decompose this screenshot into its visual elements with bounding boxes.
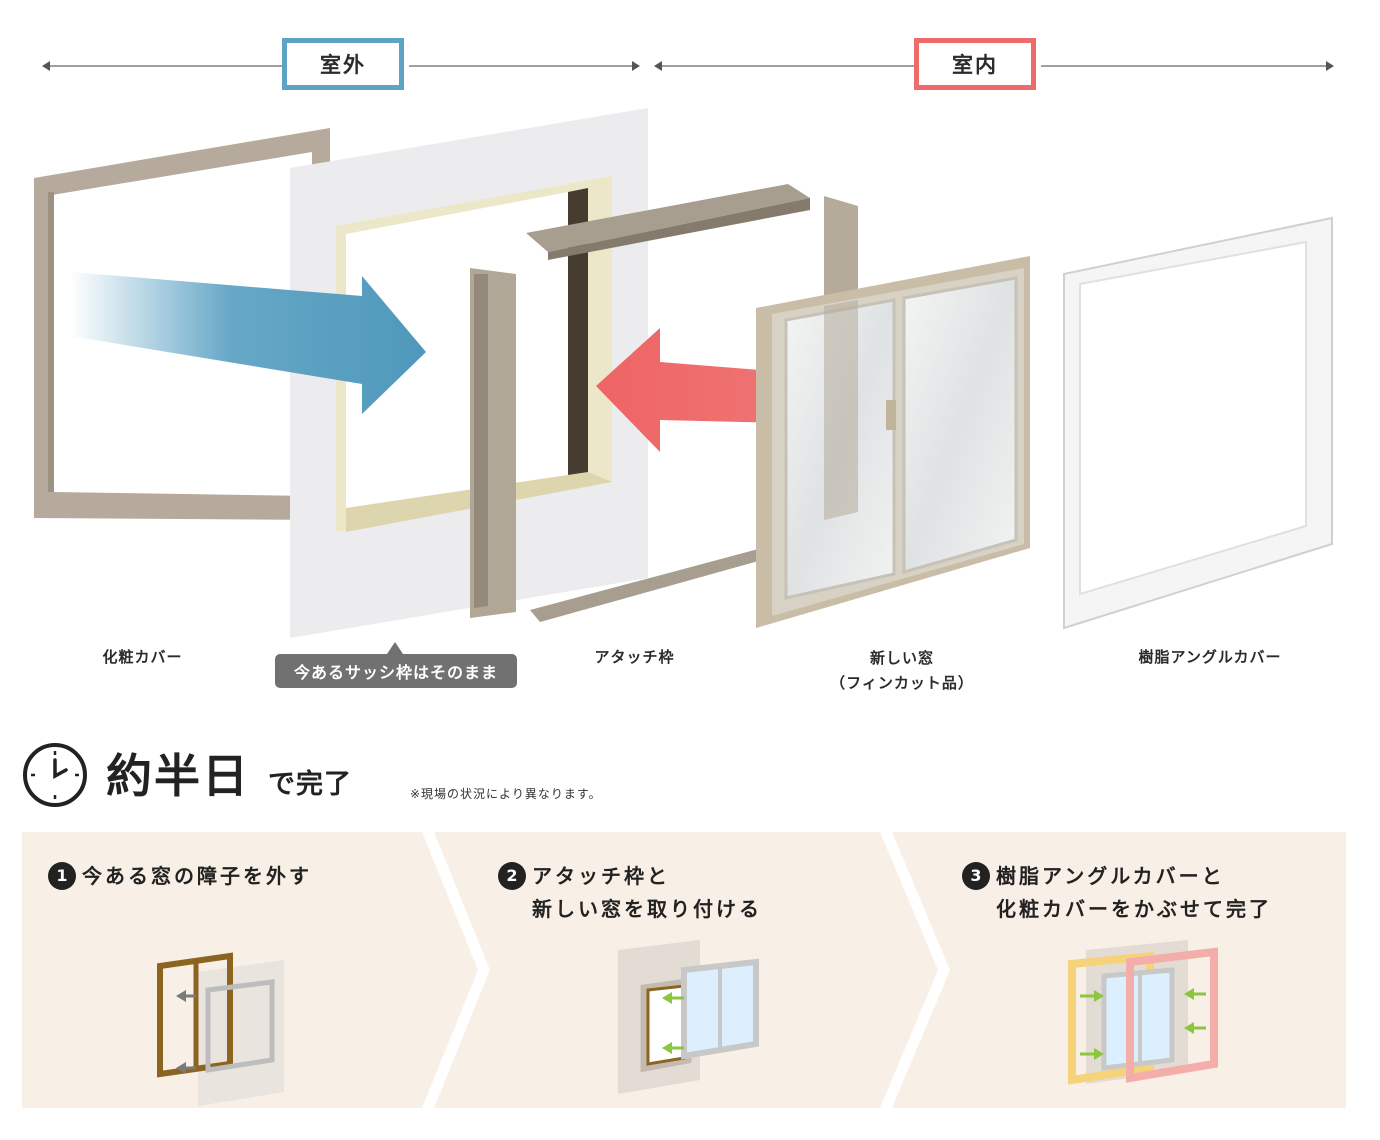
headline-complete: で完了 (268, 769, 352, 800)
step-3-line1: 樹脂アングルカバーと (996, 864, 1225, 888)
outdoor-label: 室外 (282, 38, 404, 90)
step3-illustration (1068, 940, 1218, 1085)
conditions-note: ※現場の状況により異なります。 (410, 787, 602, 801)
resin-angle-cover (1063, 216, 1333, 630)
blue-arrow-icon (70, 272, 426, 414)
step-2-line1: アタッチ枠と (532, 864, 670, 888)
headline-half-day: 約半日 (106, 749, 250, 803)
steps-band (22, 832, 1346, 1108)
attach-frame-label: アタッチ枠 (594, 648, 675, 666)
resin-angle-cover-label: 樹脂アングルカバー (1138, 648, 1282, 666)
clock-icon (23, 743, 87, 807)
step2-illustration (618, 940, 759, 1094)
direction-axis (42, 61, 1334, 71)
exploded-parts-illustration (34, 108, 1333, 638)
new-window-label: 新しい窓 （フィンカット品） (812, 646, 992, 696)
new-window (756, 256, 1030, 628)
existing-frame-callout: 今あるサッシ枠はそのまま (275, 642, 517, 688)
new-window-label-line1: 新しい窓 (869, 649, 934, 667)
new-window-label-line2: （フィンカット品） (830, 674, 974, 692)
indoor-label: 室内 (914, 38, 1036, 90)
step-1-line1: 今ある窓の障子を外す (82, 864, 312, 888)
step-3-number: 3 (962, 861, 990, 890)
step1-illustration (157, 952, 284, 1106)
step-2-line2: 新しい窓を取り付ける (532, 897, 762, 921)
step-2-number: 2 (498, 861, 526, 890)
step-1-number: 1 (48, 861, 76, 890)
step-3-line2: 化粧カバーをかぶせて完了 (996, 897, 1272, 921)
decor-cover-label: 化粧カバー (102, 648, 183, 666)
